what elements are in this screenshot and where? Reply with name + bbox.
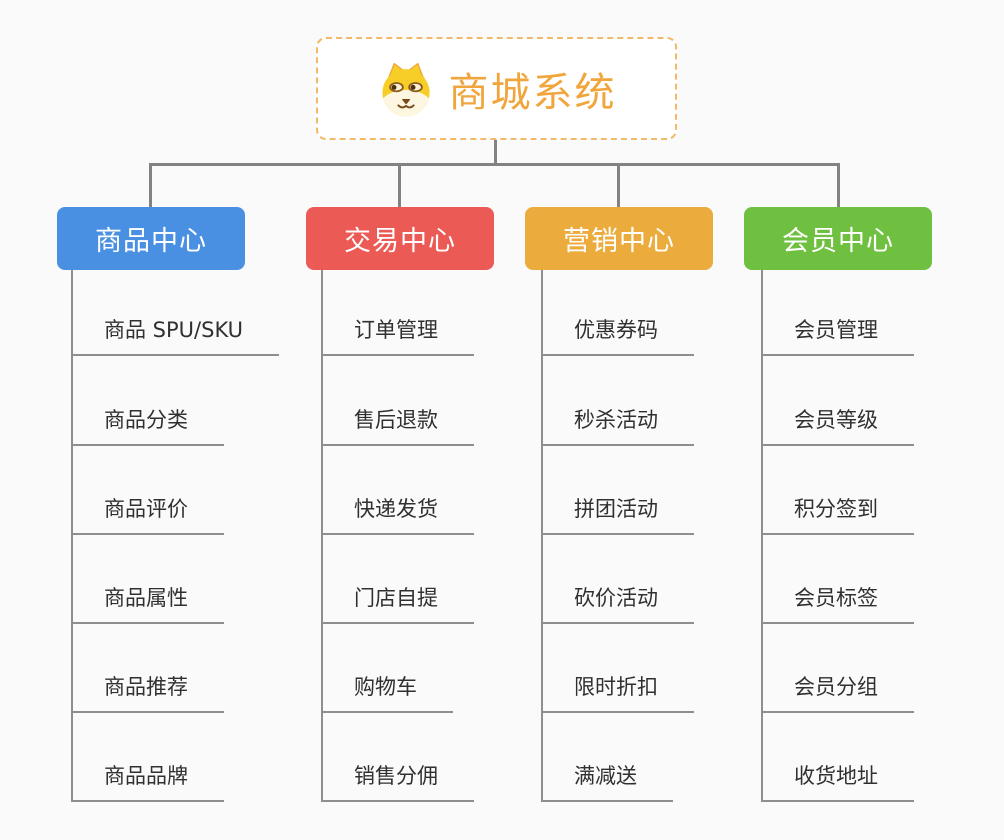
branch-node-trade-center[interactable]: 交易中心	[306, 207, 494, 270]
leaf-topic[interactable]: 会员标签	[761, 584, 914, 624]
branch-node-marketing-center[interactable]: 营销中心	[525, 207, 713, 270]
leaf-topic[interactable]: 收货地址	[761, 762, 914, 802]
leaf-topic[interactable]: 门店自提	[321, 584, 474, 624]
connector-spine-member	[761, 270, 763, 800]
leaf-topic[interactable]: 销售分佣	[321, 762, 474, 802]
leaf-topic[interactable]: 商品属性	[71, 584, 224, 624]
connector-drop-member	[837, 163, 840, 207]
branch-label: 商品中心	[95, 226, 207, 257]
leaf-topic[interactable]: 会员等级	[761, 406, 914, 446]
connector-root-stem	[494, 140, 497, 165]
leaf-topic[interactable]: 购物车	[321, 673, 453, 713]
connector-spine-marketing	[541, 270, 543, 800]
leaf-topic[interactable]: 满减送	[541, 762, 673, 802]
root-topic-node[interactable]: 商城系统	[316, 37, 677, 140]
leaf-topic[interactable]: 商品分类	[71, 406, 224, 446]
leaf-topic[interactable]: 商品品牌	[71, 762, 224, 802]
leaf-topic[interactable]: 商品评价	[71, 495, 224, 535]
leaf-topic[interactable]: 砍价活动	[541, 584, 694, 624]
leaf-topic[interactable]: 快递发货	[321, 495, 474, 535]
leaf-topic[interactable]: 商品推荐	[71, 673, 224, 713]
leaf-topic[interactable]: 订单管理	[321, 316, 474, 356]
dog-face-icon	[381, 62, 430, 116]
connector-drop-product	[149, 163, 152, 207]
branch-node-member-center[interactable]: 会员中心	[744, 207, 932, 270]
leaf-topic[interactable]: 会员分组	[761, 673, 914, 713]
connector-spine-product	[71, 270, 73, 800]
branch-label: 营销中心	[563, 226, 675, 257]
leaf-topic[interactable]: 拼团活动	[541, 495, 694, 535]
connector-drop-trade	[398, 163, 401, 207]
leaf-topic[interactable]: 售后退款	[321, 406, 474, 446]
branch-node-product-center[interactable]: 商品中心	[57, 207, 245, 270]
leaf-topic[interactable]: 积分签到	[761, 495, 914, 535]
leaf-topic[interactable]: 会员管理	[761, 316, 914, 356]
leaf-topic[interactable]: 秒杀活动	[541, 406, 694, 446]
branch-label: 交易中心	[344, 226, 456, 257]
connector-drop-marketing	[617, 163, 620, 207]
root-topic-title: 商城系统	[448, 69, 617, 116]
leaf-topic[interactable]: 商品 SPU/SKU	[71, 316, 280, 356]
branch-label: 会员中心	[782, 226, 894, 257]
connector-spine-trade	[321, 270, 323, 800]
leaf-topic[interactable]: 优惠券码	[541, 316, 694, 356]
connector-rail	[149, 163, 840, 166]
leaf-topic[interactable]: 限时折扣	[541, 673, 694, 713]
